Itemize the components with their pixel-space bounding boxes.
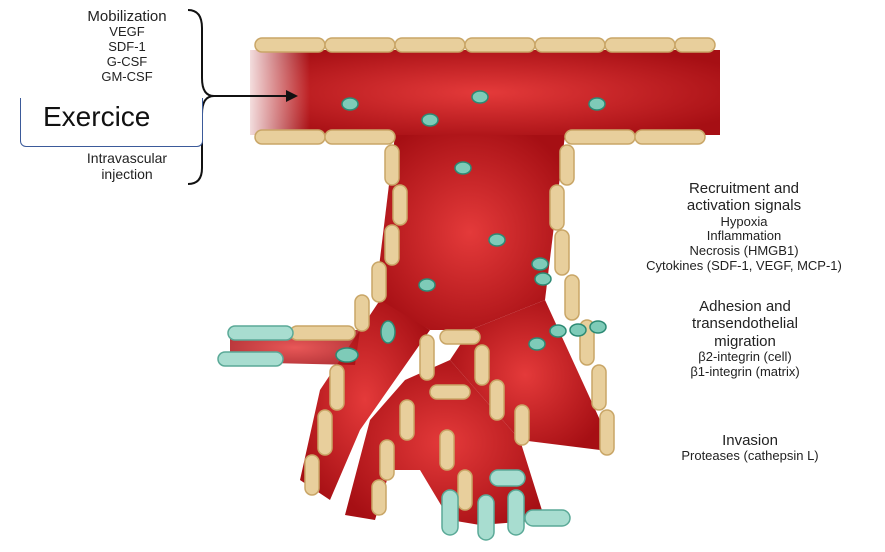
- top-wall: [255, 38, 715, 52]
- factor-gcsf: G-CSF: [62, 55, 192, 70]
- adhesion-block: Adhesion and transendothelial migration …: [645, 298, 845, 380]
- recruitment-title2: activation signals: [605, 197, 883, 214]
- exercise-box: Exercice: [20, 98, 203, 147]
- injection-line1: Intravascular: [62, 150, 192, 166]
- mobilization-title: Mobilization: [62, 8, 192, 25]
- factor-gmcsf: GM-CSF: [62, 70, 192, 85]
- recruitment-item-necrosis: Necrosis (HMGB1): [605, 244, 883, 259]
- exercise-label: Exercice: [43, 101, 150, 133]
- recruitment-item-cytokines: Cytokines (SDF-1, VEGF, MCP-1): [605, 259, 883, 274]
- recruitment-title1: Recruitment and: [605, 180, 883, 197]
- invasion-title: Invasion: [640, 432, 860, 449]
- recruitment-item-inflammation: Inflammation: [605, 229, 883, 244]
- adhesion-title3: migration: [645, 333, 845, 350]
- adhesion-item-b2: β2-integrin (cell): [645, 350, 845, 365]
- factor-sdf1: SDF-1: [62, 40, 192, 55]
- factor-vegf: VEGF: [62, 25, 192, 40]
- adhesion-item-b1: β1-integrin (matrix): [645, 365, 845, 380]
- mobilization-label: Mobilization VEGF SDF-1 G-CSF GM-CSF: [62, 8, 192, 85]
- injection-label: Intravascular injection: [62, 150, 192, 182]
- adhesion-title2: transendothelial: [645, 315, 845, 332]
- injection-line2: injection: [62, 166, 192, 182]
- adhesion-title1: Adhesion and: [645, 298, 845, 315]
- recruitment-block: Recruitment and activation signals Hypox…: [605, 180, 883, 274]
- recruitment-item-hypoxia: Hypoxia: [605, 215, 883, 230]
- invasion-item: Proteases (cathepsin L): [640, 449, 860, 464]
- invasion-block: Invasion Proteases (cathepsin L): [640, 432, 860, 464]
